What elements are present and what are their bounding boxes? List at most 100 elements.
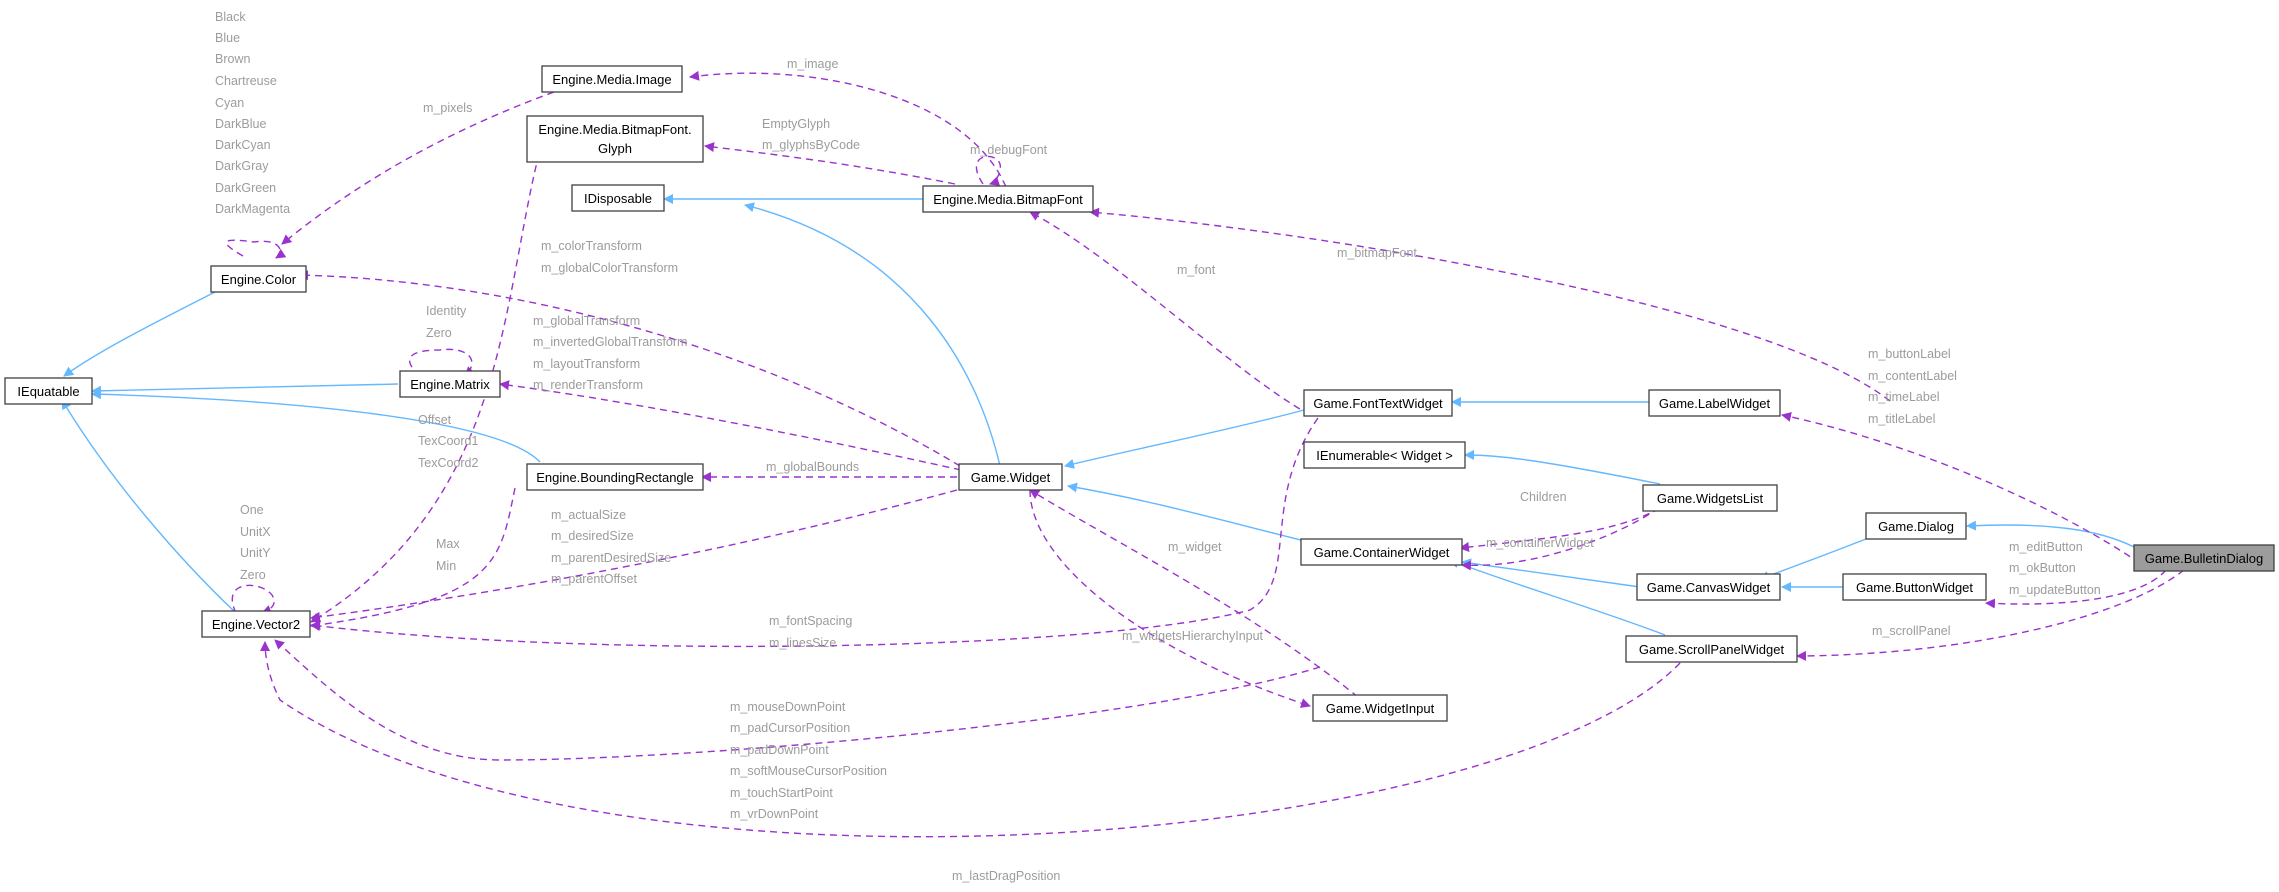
node-game-labelwidget[interactable]: Game.LabelWidget xyxy=(1648,389,1781,417)
label-min: Min xyxy=(436,559,456,573)
node-label: Game.WidgetsList xyxy=(1657,491,1764,506)
node-game-widgetinput[interactable]: Game.WidgetInput xyxy=(1312,694,1448,722)
label-children: Children xyxy=(1520,490,1567,504)
node-game-containerwidget[interactable]: Game.ContainerWidget xyxy=(1300,538,1463,566)
color-static-darkgreen: DarkGreen xyxy=(215,181,276,195)
label-m-mouse-down-point: m_mouseDownPoint xyxy=(730,700,846,714)
node-ienumerable-widget[interactable]: IEnumerable< Widget > xyxy=(1303,441,1466,469)
label-m-button-label: m_buttonLabel xyxy=(1868,347,1951,361)
node-label: Game.ScrollPanelWidget xyxy=(1639,642,1785,657)
label-m-render-transform: m_renderTransform xyxy=(533,378,643,392)
label-m-soft-mouse-cursor-position: m_softMouseCursorPosition xyxy=(730,764,887,778)
color-static-chartreuse: Chartreuse xyxy=(215,74,277,88)
node-label: Game.CanvasWidget xyxy=(1647,580,1771,595)
label-m-bitmap-font: m_bitmapFont xyxy=(1337,246,1417,260)
label-m-inverted-global-transform: m_invertedGlobalTransform xyxy=(533,335,687,349)
label-m-global-bounds: m_globalBounds xyxy=(766,460,859,474)
node-game-widgetslist[interactable]: Game.WidgetsList xyxy=(1642,484,1778,512)
color-static-darkblue: DarkBlue xyxy=(215,117,266,131)
node-label: Game.FontTextWidget xyxy=(1313,396,1443,411)
label-vector-unity: UnitY xyxy=(240,546,271,560)
label-m-title-label: m_titleLabel xyxy=(1868,412,1935,426)
label-matrix-identity: Identity xyxy=(426,304,467,318)
label-m-edit-button: m_editButton xyxy=(2009,540,2083,554)
label-m-parent-offset: m_parentOffset xyxy=(551,572,637,586)
label-m-image: m_image xyxy=(787,57,838,71)
inheritance-edges xyxy=(61,194,2135,636)
node-label: Engine.BoundingRectangle xyxy=(536,470,694,485)
label-m-color-transform: m_colorTransform xyxy=(541,239,642,253)
color-static-darkmagenta: DarkMagenta xyxy=(215,202,290,216)
node-engine-color[interactable]: Engine.Color xyxy=(210,265,307,293)
node-game-canvaswidget[interactable]: Game.CanvasWidget xyxy=(1636,573,1781,601)
usage-edges xyxy=(225,70,2185,838)
label-m-lines-size: m_linesSize xyxy=(769,636,836,650)
node-label: Game.LabelWidget xyxy=(1659,396,1771,411)
label-m-last-drag-position: m_lastDragPosition xyxy=(952,869,1060,883)
color-static-darkgray: DarkGray xyxy=(215,159,269,173)
node-engine-vector2[interactable]: Engine.Vector2 xyxy=(201,610,311,638)
label-m-content-label: m_contentLabel xyxy=(1868,369,1957,383)
label-m-actual-size: m_actualSize xyxy=(551,508,626,522)
color-static-cyan: Cyan xyxy=(215,96,244,110)
label-m-container-widget: m_containerWidget xyxy=(1486,536,1594,550)
node-label: Game.Dialog xyxy=(1878,519,1954,534)
node-engine-media-bitmapfont-glyph[interactable]: Engine.Media.BitmapFont. Glyph xyxy=(526,115,704,163)
label-m-touch-start-point: m_touchStartPoint xyxy=(730,786,833,800)
node-label: IEquatable xyxy=(17,384,79,399)
color-static-black: Black xyxy=(215,10,246,24)
node-label: Game.Widget xyxy=(971,470,1051,485)
node-engine-matrix[interactable]: Engine.Matrix xyxy=(399,370,501,398)
label-m-global-transform: m_globalTransform xyxy=(533,314,640,328)
node-game-bulletindialog[interactable]: Game.BulletinDialog xyxy=(2133,544,2275,572)
node-label: IEnumerable< Widget > xyxy=(1316,448,1453,463)
node-game-fonttextwidget[interactable]: Game.FontTextWidget xyxy=(1303,389,1453,417)
label-m-desired-size: m_desiredSize xyxy=(551,529,634,543)
label-max: Max xyxy=(436,537,460,551)
label-m-font: m_font xyxy=(1177,263,1216,277)
label-m-font-spacing: m_fontSpacing xyxy=(769,614,852,628)
node-label: Engine.Media.Image xyxy=(552,72,671,87)
node-game-dialog[interactable]: Game.Dialog xyxy=(1865,512,1967,540)
color-static-blue: Blue xyxy=(215,31,240,45)
node-label: Game.WidgetInput xyxy=(1326,701,1435,716)
label-texcoord2: TexCoord2 xyxy=(418,456,478,470)
label-texcoord1: TexCoord1 xyxy=(418,434,478,448)
label-m-layout-transform: m_layoutTransform xyxy=(533,357,640,371)
label-m-ok-button: m_okButton xyxy=(2009,561,2076,575)
label-m-widgets-hierarchy-input: m_widgetsHierarchyInput xyxy=(1122,629,1264,643)
node-engine-boundingrectangle[interactable]: Engine.BoundingRectangle xyxy=(526,463,704,491)
label-vector-zero: Zero xyxy=(240,568,266,582)
color-static-darkcyan: DarkCyan xyxy=(215,138,271,152)
node-iequatable[interactable]: IEquatable xyxy=(4,377,93,405)
node-game-widget[interactable]: Game.Widget xyxy=(958,463,1063,491)
label-m-glyphs-by-code: m_glyphsByCode xyxy=(762,138,860,152)
label-m-pad-cursor-position: m_padCursorPosition xyxy=(730,721,850,735)
node-label: IDisposable xyxy=(584,191,652,206)
node-label: Game.BulletinDialog xyxy=(2145,551,2264,566)
node-label: Game.ContainerWidget xyxy=(1314,545,1450,560)
nodes: IEquatable Engine.Color Engine.Media.Ima… xyxy=(4,65,2275,722)
label-empty-glyph: EmptyGlyph xyxy=(762,117,830,131)
node-label: Engine.Media.BitmapFont xyxy=(933,192,1083,207)
label-m-vr-down-point: m_vrDownPoint xyxy=(730,807,819,821)
node-engine-media-image[interactable]: Engine.Media.Image xyxy=(541,65,683,93)
node-game-buttonwidget[interactable]: Game.ButtonWidget xyxy=(1842,573,1987,601)
node-label-line2: Glyph xyxy=(598,141,632,156)
label-m-scroll-panel: m_scrollPanel xyxy=(1872,624,1951,638)
node-engine-media-bitmapfont[interactable]: Engine.Media.BitmapFont xyxy=(922,185,1094,213)
label-matrix-zero: Zero xyxy=(426,326,452,340)
node-game-scrollpanelwidget[interactable]: Game.ScrollPanelWidget xyxy=(1625,635,1798,663)
label-m-update-button: m_updateButton xyxy=(2009,583,2101,597)
color-static-brown: Brown xyxy=(215,52,250,66)
label-m-pad-down-point: m_padDownPoint xyxy=(730,743,829,757)
node-idisposable[interactable]: IDisposable xyxy=(571,184,665,212)
label-m-global-color-transform: m_globalColorTransform xyxy=(541,261,678,275)
node-label: Engine.Vector2 xyxy=(212,617,300,632)
label-m-pixels: m_pixels xyxy=(423,101,472,115)
label-m-widget: m_widget xyxy=(1168,540,1222,554)
label-m-time-label: m_timeLabel xyxy=(1868,390,1940,404)
label-vector-one: One xyxy=(240,503,264,517)
node-label: Game.ButtonWidget xyxy=(1856,580,1973,595)
